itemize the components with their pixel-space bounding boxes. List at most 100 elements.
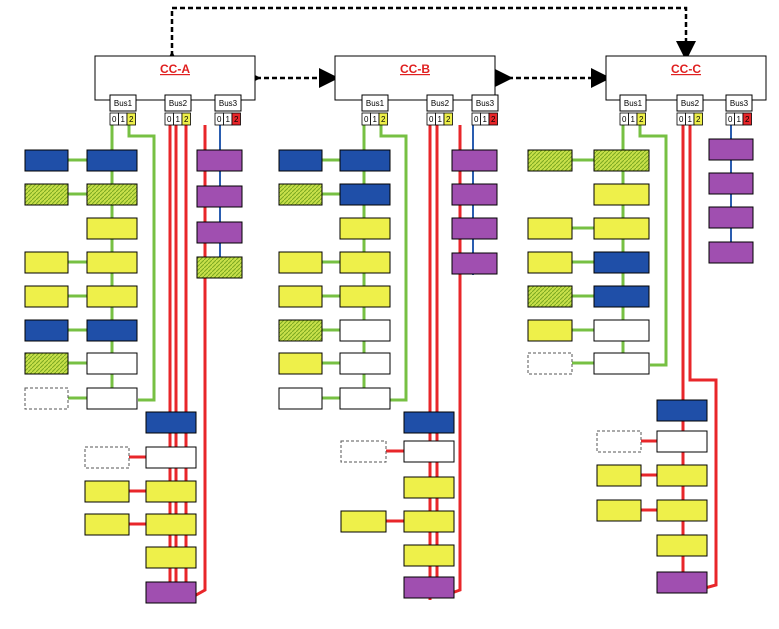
cc-title: CC-A bbox=[160, 62, 190, 76]
link-path bbox=[638, 125, 668, 367]
device-node bbox=[527, 149, 573, 172]
port-box bbox=[378, 112, 388, 126]
port-label: 0 bbox=[622, 115, 627, 124]
port-box bbox=[693, 112, 703, 126]
device-node bbox=[339, 251, 391, 274]
device-node bbox=[593, 251, 650, 274]
device-node bbox=[596, 430, 642, 453]
device-node bbox=[196, 256, 243, 279]
top-dashed-link bbox=[162, 6, 696, 71]
device-node bbox=[86, 183, 138, 206]
port-label: 0 bbox=[474, 115, 479, 124]
device-node bbox=[196, 149, 243, 172]
device-node bbox=[451, 252, 498, 275]
device-node bbox=[145, 480, 197, 503]
bus-box bbox=[361, 94, 389, 112]
device-node bbox=[145, 513, 197, 536]
device-node bbox=[278, 387, 323, 410]
device-node bbox=[24, 285, 69, 308]
port-label: 1 bbox=[437, 115, 442, 124]
device-node bbox=[278, 285, 323, 308]
port-label: 0 bbox=[429, 115, 434, 124]
bus-label: Bus1 bbox=[366, 99, 385, 108]
device-node bbox=[339, 149, 391, 172]
port-box bbox=[636, 112, 646, 126]
cc-c-box bbox=[605, 55, 767, 101]
port-box bbox=[443, 112, 453, 126]
port-label: 2 bbox=[639, 115, 644, 124]
device-node bbox=[24, 319, 69, 342]
port-box bbox=[181, 112, 191, 126]
device-node bbox=[278, 352, 323, 375]
device-node bbox=[527, 217, 573, 240]
device-node bbox=[593, 352, 650, 375]
port-label: 0 bbox=[112, 115, 117, 124]
port-label: 1 bbox=[120, 115, 125, 124]
device-node bbox=[86, 149, 138, 172]
bus-label: Bus3 bbox=[476, 99, 495, 108]
device-node bbox=[708, 241, 754, 264]
bus-label: Bus1 bbox=[114, 99, 133, 108]
device-node bbox=[593, 319, 650, 342]
port-label: 2 bbox=[234, 115, 239, 124]
device-node bbox=[596, 464, 642, 487]
port-label: 1 bbox=[175, 115, 180, 124]
port-label: 1 bbox=[225, 115, 230, 124]
port-box bbox=[488, 112, 498, 126]
device-node bbox=[656, 534, 708, 557]
device-node bbox=[84, 513, 130, 536]
device-node bbox=[656, 499, 708, 522]
device-node bbox=[403, 440, 455, 463]
device-node bbox=[403, 411, 455, 434]
device-node bbox=[86, 251, 138, 274]
device-node bbox=[86, 387, 138, 410]
port-label: 0 bbox=[679, 115, 684, 124]
port-label: 2 bbox=[184, 115, 189, 124]
device-node bbox=[656, 464, 708, 487]
bus-box bbox=[725, 94, 753, 112]
device-node bbox=[340, 510, 387, 533]
device-node bbox=[145, 546, 197, 569]
bus-box bbox=[471, 94, 499, 112]
cc-title: CC-B bbox=[400, 62, 430, 76]
bus-box bbox=[426, 94, 454, 112]
device-node bbox=[86, 319, 138, 342]
link-path bbox=[379, 125, 408, 402]
device-node bbox=[339, 319, 391, 342]
device-node bbox=[145, 446, 197, 469]
device-node bbox=[593, 149, 650, 172]
bus-box bbox=[109, 94, 137, 112]
device-node bbox=[593, 183, 650, 206]
device-node bbox=[339, 387, 391, 410]
bus-label: Bus2 bbox=[431, 99, 450, 108]
device-node bbox=[278, 319, 323, 342]
port-label: 0 bbox=[167, 115, 172, 124]
device-node bbox=[527, 352, 573, 375]
port-label: 2 bbox=[446, 115, 451, 124]
device-node bbox=[451, 149, 498, 172]
device-node bbox=[278, 183, 323, 206]
device-node bbox=[145, 581, 197, 604]
device-node bbox=[708, 172, 754, 195]
link-path bbox=[127, 125, 156, 402]
device-node bbox=[656, 571, 708, 594]
bus-box bbox=[214, 94, 242, 112]
link-path bbox=[688, 125, 718, 590]
device-node bbox=[527, 251, 573, 274]
port-box bbox=[126, 112, 136, 126]
bus-box bbox=[676, 94, 704, 112]
device-node bbox=[145, 411, 197, 434]
device-node bbox=[24, 352, 69, 375]
port-box bbox=[231, 112, 241, 126]
device-node bbox=[339, 352, 391, 375]
port-label: 2 bbox=[696, 115, 701, 124]
device-node bbox=[451, 217, 498, 240]
device-node bbox=[339, 217, 391, 240]
device-node bbox=[339, 285, 391, 308]
bus-box bbox=[164, 94, 192, 112]
device-node bbox=[24, 149, 69, 172]
device-node bbox=[656, 399, 708, 422]
device-node bbox=[84, 446, 130, 469]
port-label: 1 bbox=[736, 115, 741, 124]
